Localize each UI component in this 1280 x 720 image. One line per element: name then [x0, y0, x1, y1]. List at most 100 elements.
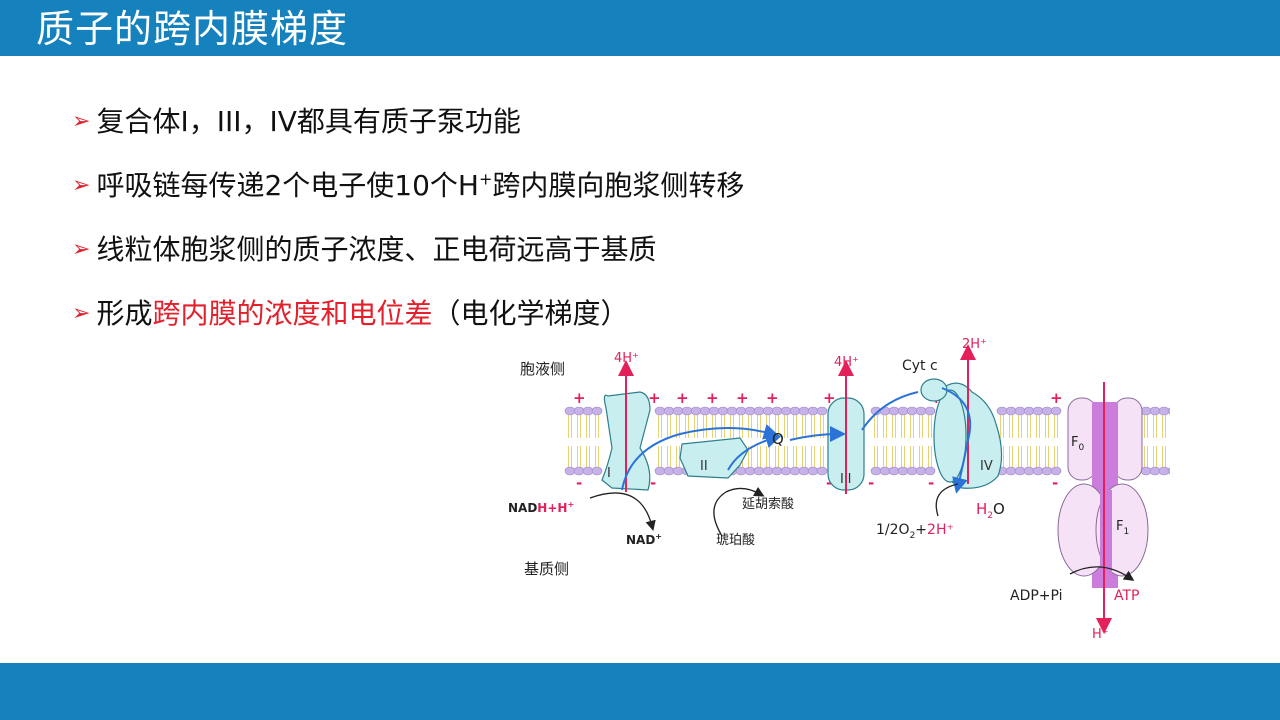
bullet-1: ➢ 复合体I，III，IV都具有质子泵功能	[72, 90, 744, 154]
lipid-head	[816, 466, 828, 476]
oxygen-plus: +	[915, 522, 927, 538]
minus-sign: -	[826, 474, 832, 492]
lipid-head	[1041, 406, 1053, 416]
lipid-head	[1140, 466, 1152, 476]
lipid-head	[564, 406, 576, 416]
electron-path-ii-q	[727, 432, 782, 471]
atp-curve	[1069, 566, 1135, 581]
bullet-4-pre: 形成	[96, 297, 153, 330]
lipid-head	[1023, 466, 1035, 476]
lipid-head	[798, 466, 810, 476]
lipid-head	[744, 466, 756, 476]
bullet-3: ➢ 线粒体胞浆侧的质子浓度、正电荷远高于基质	[72, 218, 744, 282]
succinate-label: 琥珀酸	[716, 533, 755, 548]
oxygen-protons: 2H⁺	[927, 522, 954, 538]
lipid-head	[672, 466, 684, 476]
lipid-head	[1167, 467, 1170, 475]
nad-a: NAD	[626, 533, 655, 547]
cyt-c-label: Cyt c	[902, 358, 938, 374]
lipid-tails-top	[568, 415, 1166, 438]
adp-pi-label: ADP+Pi	[1010, 588, 1063, 604]
lipid-head	[762, 406, 774, 416]
plus-sign: +	[573, 389, 586, 407]
lipid-head	[582, 466, 594, 476]
h-label-complex-iv: 2H⁺	[962, 337, 987, 352]
lipid-head	[1032, 406, 1044, 416]
bullet-2: ➢ 呼吸链每传递2个电子使10个H+跨内膜向胞浆侧转移	[72, 154, 744, 218]
lipid-head	[717, 406, 729, 416]
nad-sup: +	[655, 532, 662, 541]
bullet-4-post: （电化学梯度）	[432, 297, 629, 330]
membrane-charges: + + + + + + + + + + - - - - - -	[573, 389, 1063, 492]
respiratory-chain-diagram: + + + + + + + + + + - - - - - - I II III…	[508, 337, 1170, 642]
slide-title: 质子的跨内膜梯度	[36, 7, 349, 51]
fumarate-label: 延胡索酸	[742, 497, 794, 512]
bullet-2-post: 跨内膜向胞浆侧转移	[492, 169, 745, 202]
lipid-head	[771, 466, 783, 476]
electron-path-q-iii	[789, 426, 846, 443]
q-carrier: Q	[772, 430, 784, 448]
bullet-4-text: 形成跨内膜的浓度和电位差（电化学梯度）	[96, 294, 628, 334]
f0-main: F	[1071, 435, 1078, 450]
plus-sign: +	[766, 389, 779, 407]
lipid-head	[735, 406, 747, 416]
bullet-3-text: 线粒体胞浆侧的质子浓度、正电荷远高于基质	[96, 233, 657, 266]
lipid-head	[897, 466, 909, 476]
f0-label: F0	[1071, 435, 1084, 453]
lipid-head	[753, 406, 765, 416]
lipid-head	[789, 466, 801, 476]
lipid-head	[663, 466, 675, 476]
plus-sign: +	[676, 389, 689, 407]
electron-path-cytc-iv	[941, 387, 972, 494]
lipid-head	[591, 406, 603, 416]
bullet-1-text: 复合体I，III，IV都具有质子泵功能	[96, 105, 521, 138]
water-h: H	[976, 500, 987, 518]
lipid-head	[1005, 466, 1017, 476]
minus-sign: -	[1052, 474, 1058, 492]
lipid-head	[996, 406, 1008, 416]
lipid-head	[672, 406, 684, 416]
f1-sub: 1	[1123, 527, 1129, 537]
water-label: H2O	[976, 500, 1005, 521]
f0-sub: 0	[1078, 443, 1084, 453]
lipid-head	[663, 406, 675, 416]
nadh-curve	[589, 492, 656, 532]
lipid-head	[1023, 406, 1035, 416]
lipid-head	[771, 406, 783, 416]
oxygen-label: 1/2O2+2H⁺	[876, 522, 954, 541]
lipid-head	[906, 406, 918, 416]
bullet-4: ➢ 形成跨内膜的浓度和电位差（电化学梯度）	[72, 282, 744, 346]
bullet-4-highlight: 跨内膜的浓度和电位差	[152, 297, 433, 330]
lipid-head	[1158, 406, 1170, 416]
lipid-head	[1158, 466, 1170, 476]
minus-sign: -	[650, 474, 656, 492]
bullet-arrow-icon: ➢	[72, 237, 91, 262]
lipid-head	[654, 406, 666, 416]
bullet-arrow-icon: ➢	[72, 301, 91, 326]
lipid-head	[654, 466, 666, 476]
lipid-head	[807, 466, 819, 476]
q-label: Q	[772, 430, 784, 448]
lipid-head	[744, 406, 756, 416]
minus-sign: -	[928, 474, 934, 492]
reaction-curves	[589, 483, 1135, 581]
oxygen-a: 1/2O	[876, 522, 910, 538]
lipid-head	[681, 406, 693, 416]
oxygen-curve	[935, 483, 959, 517]
bullet-arrow-icon: ➢	[72, 173, 91, 198]
nadh-b: H+H	[537, 501, 567, 515]
nadh-sup: +	[567, 500, 574, 509]
electron-path-iii-cytc	[861, 391, 919, 431]
atp-label: ATP	[1114, 588, 1139, 604]
lipid-head	[762, 466, 774, 476]
proton-arrows	[618, 344, 1112, 634]
bullet-arrow-icon: ➢	[72, 109, 91, 134]
lipid-head	[879, 466, 891, 476]
diagram-labels: 胞液侧 基质侧 4H⁺ 4H⁺ 2H⁺ NADH+H+ NAD+ 延胡索酸 琥珀…	[508, 337, 1139, 642]
lipid-head	[1149, 466, 1161, 476]
footer-bar	[0, 663, 1280, 720]
lipid-head	[924, 466, 936, 476]
lipid-head	[1032, 466, 1044, 476]
lipid-tails-bottom	[568, 446, 1166, 467]
lipid-head	[888, 466, 900, 476]
